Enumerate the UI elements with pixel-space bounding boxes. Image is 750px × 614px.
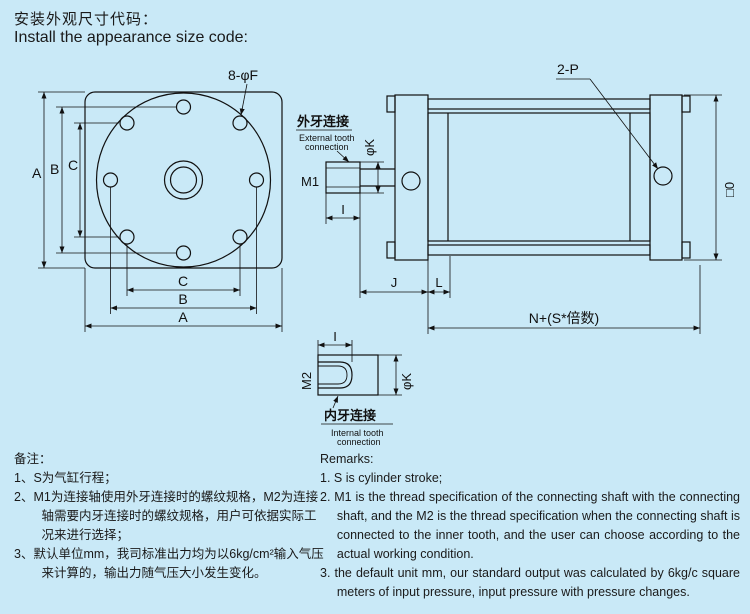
front-holes-label: 8-φF xyxy=(228,67,258,83)
air-port-rear xyxy=(653,166,673,186)
dim-A-left: A xyxy=(32,165,42,181)
internal-tooth-label-zh: 内牙连接 xyxy=(324,408,376,423)
dim-C-bottom: C xyxy=(178,273,188,289)
cylinder-tube xyxy=(427,112,651,242)
remarks-en: Remarks: 1. S is cylinder stroke; 2. M1 … xyxy=(320,450,740,602)
air-port-front xyxy=(401,171,421,191)
bolt-hole xyxy=(175,99,192,115)
side-view-dimensions xyxy=(296,78,722,334)
page-title-en: Install the appearance size code: xyxy=(14,29,248,46)
side-view xyxy=(325,94,691,261)
cap-end-plate xyxy=(649,94,683,261)
cylinder-circle xyxy=(95,92,272,268)
remarks-zh-item: 1、S为气缸行程； xyxy=(14,471,117,485)
dim-L: L xyxy=(435,275,442,290)
rod-end-plate xyxy=(394,94,429,261)
dim-B-bottom: B xyxy=(178,291,187,307)
dim-C-left: C xyxy=(68,157,78,173)
dim-square-O: □0 xyxy=(722,182,737,197)
remarks-en-item: 2. M1 is the thread specification of the… xyxy=(320,490,740,561)
ports-label: 2-P xyxy=(557,61,579,77)
remarks-zh-item: 2、M1为连接轴使用外牙连接时的螺纹规格，M2为连接轴需要内牙连接时的螺纹规格，… xyxy=(14,490,319,542)
flange-outline xyxy=(84,91,283,269)
external-thread-coupler xyxy=(325,161,361,194)
dim-B-left: B xyxy=(50,161,59,177)
front-view xyxy=(84,91,283,269)
bolt-hole xyxy=(119,115,135,131)
internal-thread-profile xyxy=(318,361,353,389)
dim-phiK-side: φK xyxy=(362,139,377,156)
tie-rod-nut xyxy=(386,95,396,113)
bolt-hole xyxy=(232,115,248,131)
bolt-hole xyxy=(175,245,192,261)
external-tooth-label-en1: External tooth xyxy=(299,133,355,143)
dim-A-bottom: A xyxy=(178,309,188,325)
remarks-en-item: 1. S is cylinder stroke; xyxy=(320,471,443,485)
center-bore-inner xyxy=(169,166,198,194)
remarks-zh-item: 3、默认单位mm，我司标准出力均为以6kg/cm²输入气压来计算的，输出力随气压… xyxy=(14,547,324,580)
internal-tooth-label-en1: Internal tooth xyxy=(331,428,384,438)
tie-rod-nut xyxy=(681,241,691,259)
internal-coupler-body xyxy=(317,354,379,396)
bolt-hole xyxy=(232,229,248,245)
dim-phiK-internal: φK xyxy=(399,373,414,390)
remarks-zh-title: 备注： xyxy=(14,452,52,466)
external-tooth-label-zh: 外牙连接 xyxy=(296,114,349,129)
remarks-en-item: 3. the default unit mm, our standard out… xyxy=(320,566,740,599)
front-view-dimensions xyxy=(38,83,283,332)
external-tooth-label-en2: connection xyxy=(305,142,349,152)
bolt-hole xyxy=(248,172,265,188)
bolt-hole xyxy=(119,229,135,245)
tie-rod-top xyxy=(427,98,651,110)
remarks-en-title: Remarks: xyxy=(320,452,374,466)
dim-N: N+(S*倍数) xyxy=(529,310,599,326)
internal-thread-profile-inner xyxy=(318,365,348,385)
dim-I-side: I xyxy=(341,202,345,217)
dim-J: J xyxy=(391,275,398,290)
internal-thread-detail xyxy=(317,354,379,396)
bolt-hole xyxy=(102,172,119,188)
internal-tooth-label-en2: connection xyxy=(337,437,381,447)
page-title-zh: 安装外观尺寸代码： xyxy=(14,11,159,28)
center-bore-outer xyxy=(163,160,204,200)
tie-rod-nut xyxy=(681,95,691,113)
internal-detail-dimensions xyxy=(317,340,402,425)
dim-M1: M1 xyxy=(301,174,319,189)
dim-I-internal: I xyxy=(333,329,337,344)
tie-rod-bottom xyxy=(427,244,651,256)
dim-M2: M2 xyxy=(299,372,314,390)
tie-rod-nut xyxy=(386,241,396,259)
remarks-zh: 备注： 1、S为气缸行程； 2、M1为连接轴使用外牙连接时的螺纹规格，M2为连接… xyxy=(14,450,324,583)
